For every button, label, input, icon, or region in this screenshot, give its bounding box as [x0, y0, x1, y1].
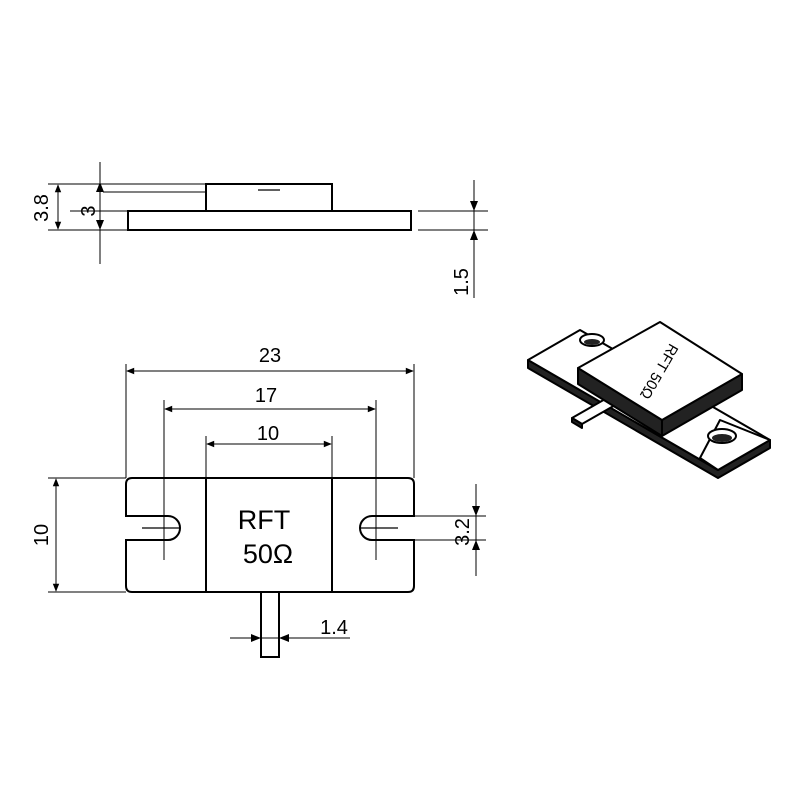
top-view-flange: [125, 477, 415, 593]
dim-flange-thickness: 1.5: [451, 268, 473, 296]
dim-overall-length: 23: [259, 345, 281, 367]
dim-hole-span: 17: [255, 385, 277, 407]
dim-slot-width: 3.2: [452, 518, 474, 546]
isometric-view: RFT 50Ω: [527, 321, 771, 479]
side-view-flange: [127, 210, 412, 231]
iso-body: [577, 321, 743, 421]
dim-total-height: 3.8: [31, 194, 53, 222]
marking-line-2: 50Ω: [243, 539, 293, 569]
marking-line-1: RFT: [238, 505, 290, 535]
side-view-body: [205, 183, 333, 212]
dim-body-width: 10: [257, 423, 279, 445]
side-view: 3.8 3 1.5: [31, 162, 488, 298]
dim-flange-width: 10: [31, 524, 53, 546]
dim-body-height: 3: [78, 205, 100, 216]
top-view-lead: [260, 591, 280, 658]
top-view: RFT 50Ω 23 17 10 10 3.2 1.4: [31, 345, 486, 658]
dim-lead-width: 1.4: [320, 617, 348, 639]
top-view-body: [205, 477, 333, 593]
